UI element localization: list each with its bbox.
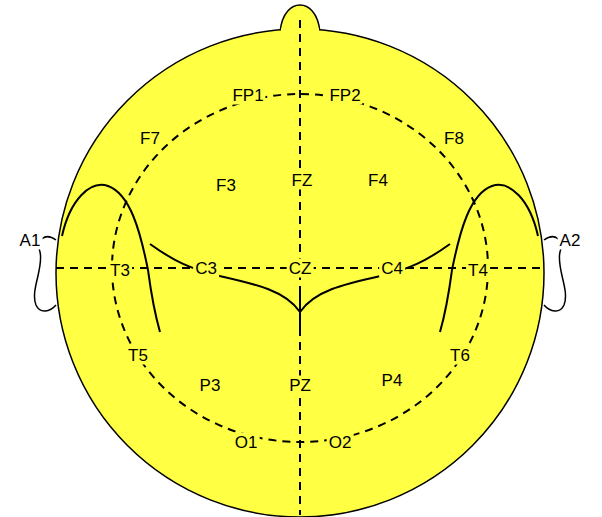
electrode-label: F3 bbox=[214, 176, 238, 195]
circumference-dashed bbox=[112, 94, 488, 442]
electrode-label: F4 bbox=[366, 171, 390, 190]
electrode-label: O2 bbox=[327, 433, 354, 452]
right-fissure bbox=[440, 185, 538, 332]
electrode-label: P4 bbox=[380, 371, 405, 390]
electrode-label: FP2 bbox=[327, 86, 362, 105]
electrode-label: T4 bbox=[466, 261, 490, 280]
electrode-label: F8 bbox=[442, 129, 466, 148]
electrode-label: F7 bbox=[138, 129, 162, 148]
electrode-label: T3 bbox=[108, 261, 132, 280]
electrode-label: A2 bbox=[558, 231, 583, 250]
electrode-label: PZ bbox=[287, 376, 313, 395]
electrode-label: P3 bbox=[198, 376, 223, 395]
electrode-label: CZ bbox=[287, 259, 314, 278]
electrode-label: FP1 bbox=[230, 86, 265, 105]
left-fissure bbox=[62, 185, 160, 332]
electrode-label: T5 bbox=[126, 346, 150, 365]
electrode-label: A1 bbox=[18, 231, 43, 250]
electrode-label: O1 bbox=[233, 433, 260, 452]
electrode-label: C4 bbox=[379, 259, 405, 278]
midline-stroke bbox=[299, 290, 301, 330]
electrode-label: FZ bbox=[290, 171, 315, 190]
electrode-label: T6 bbox=[448, 346, 472, 365]
electrode-label: C3 bbox=[193, 259, 219, 278]
